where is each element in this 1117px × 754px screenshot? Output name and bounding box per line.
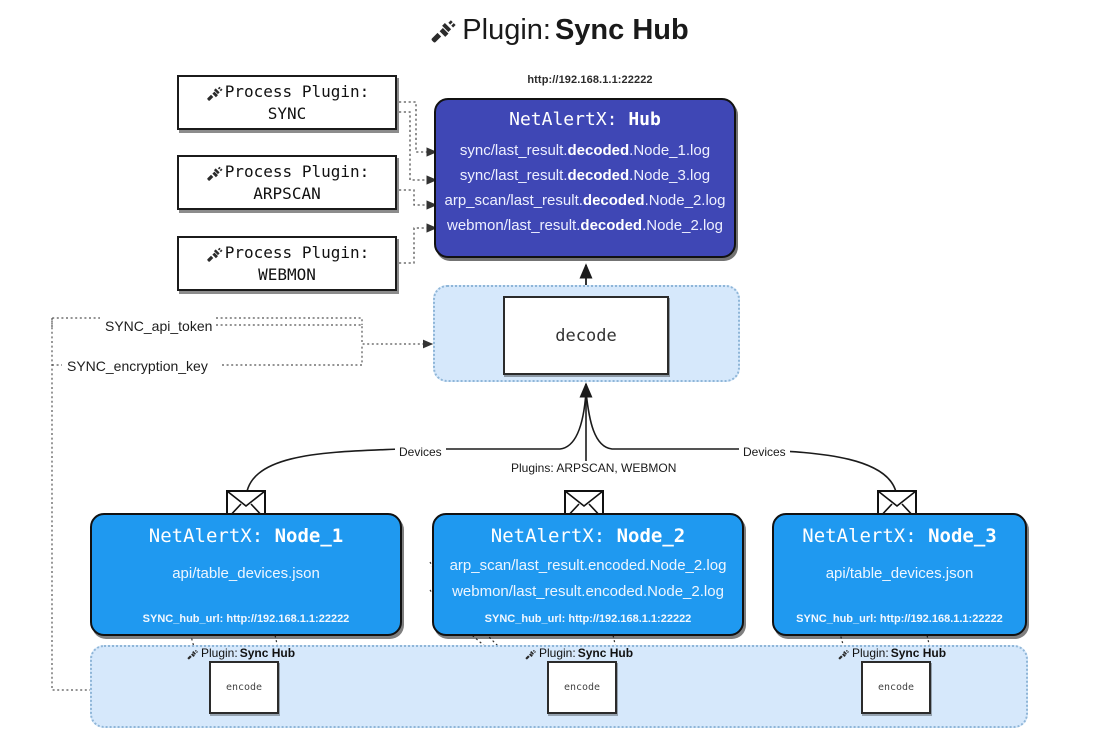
- node-line: arp_scan/last_result.encoded.Node_2.log: [449, 557, 727, 574]
- node-line-list: arp_scan/last_result.encoded.Node_2.log …: [434, 553, 742, 605]
- node-title-name: Node_1: [274, 525, 344, 547]
- log-post: .Node_2.log: [644, 192, 726, 209]
- node-title-name: Node_2: [616, 525, 686, 547]
- plug-icon: [837, 648, 850, 661]
- decode-box[interactable]: decode: [503, 296, 669, 375]
- log-pre: sync/last_result.: [459, 167, 568, 184]
- node-title-prefix: NetAlertX:: [802, 525, 917, 547]
- log-post: .Node_3.log: [629, 167, 711, 184]
- log-mid: decoded: [567, 142, 630, 159]
- plugin-caption-node-2: Plugin: Sync Hub: [524, 646, 633, 660]
- encode-box-node-3[interactable]: encode: [861, 661, 931, 714]
- plug-icon: [524, 648, 537, 661]
- node-title-prefix: NetAlertX:: [148, 525, 264, 547]
- node-title: NetAlertX: Node_2: [434, 525, 742, 547]
- node-title: NetAlertX: Node_1: [92, 525, 400, 547]
- plugin-caption-name: Sync Hub: [239, 646, 296, 660]
- node-line: webmon/last_result.encoded.Node_2.log: [452, 583, 724, 600]
- plugin-caption-prefix: Plugin:: [852, 646, 889, 660]
- log-pre: webmon/last_result.: [447, 217, 581, 234]
- plugin-caption-prefix: Plugin:: [201, 646, 238, 660]
- process-plugin-webmon[interactable]: Process Plugin: WEBMON: [177, 236, 397, 291]
- encode-box-node-2[interactable]: encode: [547, 661, 617, 714]
- log-post: .Node_1.log: [629, 142, 711, 159]
- process-plugin-name: ARPSCAN: [253, 183, 321, 203]
- node-title-prefix: NetAlertX:: [490, 525, 606, 547]
- plugin-caption-name: Sync Hub: [890, 646, 947, 660]
- label-sync-encryption-key: SYNC_encryption_key: [64, 358, 211, 374]
- log-mid: decoded: [580, 217, 643, 234]
- hub-log-line: sync/last_result.decoded.Node_3.log: [436, 163, 734, 188]
- node-2[interactable]: NetAlertX: Node_2 arp_scan/last_result.e…: [432, 513, 744, 636]
- node-line-list: api/table_devices.json: [92, 561, 400, 587]
- process-plugin-name: SYNC: [267, 103, 307, 123]
- log-mid: decoded: [567, 167, 630, 184]
- node-title-name: Node_3: [928, 525, 997, 547]
- process-plugin-label: Process Plugin:: [224, 81, 370, 101]
- title-prefix: Plugin:: [462, 14, 551, 46]
- process-plugin-name: WEBMON: [258, 264, 316, 284]
- log-post: .Node_2.log: [642, 217, 723, 234]
- plugin-caption-node-3: Plugin: Sync Hub: [837, 646, 946, 660]
- label-sync-api-token: SYNC_api_token: [102, 318, 216, 334]
- plug-icon: [205, 245, 224, 264]
- hub-log-list: sync/last_result.decoded.Node_1.log sync…: [436, 138, 734, 238]
- hub-title: NetAlertX: Hub: [436, 109, 734, 130]
- hub-log-line: sync/last_result.decoded.Node_1.log: [436, 138, 734, 163]
- edge-label-devices-right: Devices: [739, 445, 790, 459]
- plug-icon: [205, 84, 224, 103]
- plugin-caption-name: Sync Hub: [577, 646, 634, 660]
- hub-log-line: arp_scan/last_result.decoded.Node_2.log: [436, 188, 734, 213]
- edge-label-devices-left: Devices: [395, 445, 446, 459]
- hub-title-prefix: NetAlertX:: [509, 109, 618, 130]
- plug-icon: [428, 16, 458, 46]
- node-3[interactable]: NetAlertX: Node_3 api/table_devices.json…: [772, 513, 1027, 636]
- node-1[interactable]: NetAlertX: Node_1 api/table_devices.json…: [90, 513, 402, 636]
- log-pre: sync/last_result.: [459, 142, 568, 159]
- hub-url-caption: http://192.168.1.1:22222: [527, 74, 653, 86]
- log-mid: decoded: [582, 192, 645, 209]
- node-title: NetAlertX: Node_3: [774, 525, 1025, 547]
- hub-node[interactable]: NetAlertX: Hub sync/last_result.decoded.…: [434, 98, 736, 258]
- plugin-caption-prefix: Plugin:: [539, 646, 576, 660]
- edge-label-plugins-center: Plugins: ARPSCAN, WEBMON: [507, 461, 681, 475]
- node-footer-hub-url: SYNC_hub_url: http://192.168.1.1:22222: [796, 613, 1003, 625]
- node-footer-hub-url: SYNC_hub_url: http://192.168.1.1:22222: [142, 613, 350, 625]
- plugin-caption-node-1: Plugin: Sync Hub: [186, 646, 295, 660]
- title-name: Sync Hub: [554, 14, 689, 46]
- node-line-list: api/table_devices.json: [774, 561, 1025, 587]
- page-title: Plugin: Sync Hub: [0, 14, 1117, 47]
- hub-title-name: Hub: [628, 109, 661, 130]
- node-footer-hub-url: SYNC_hub_url: http://192.168.1.1:22222: [484, 613, 692, 625]
- node-line: api/table_devices.json: [172, 565, 320, 582]
- process-plugin-label: Process Plugin:: [224, 242, 370, 262]
- process-plugin-arpscan[interactable]: Process Plugin: ARPSCAN: [177, 155, 397, 210]
- process-plugin-label: Process Plugin:: [224, 161, 370, 181]
- plug-icon: [186, 648, 199, 661]
- encode-box-node-1[interactable]: encode: [209, 661, 279, 714]
- hub-log-line: webmon/last_result.decoded.Node_2.log: [436, 213, 734, 238]
- log-pre: arp_scan/last_result.: [444, 192, 583, 209]
- plug-icon: [205, 164, 224, 183]
- process-plugin-sync[interactable]: Process Plugin: SYNC: [177, 75, 397, 130]
- node-line: api/table_devices.json: [825, 565, 974, 582]
